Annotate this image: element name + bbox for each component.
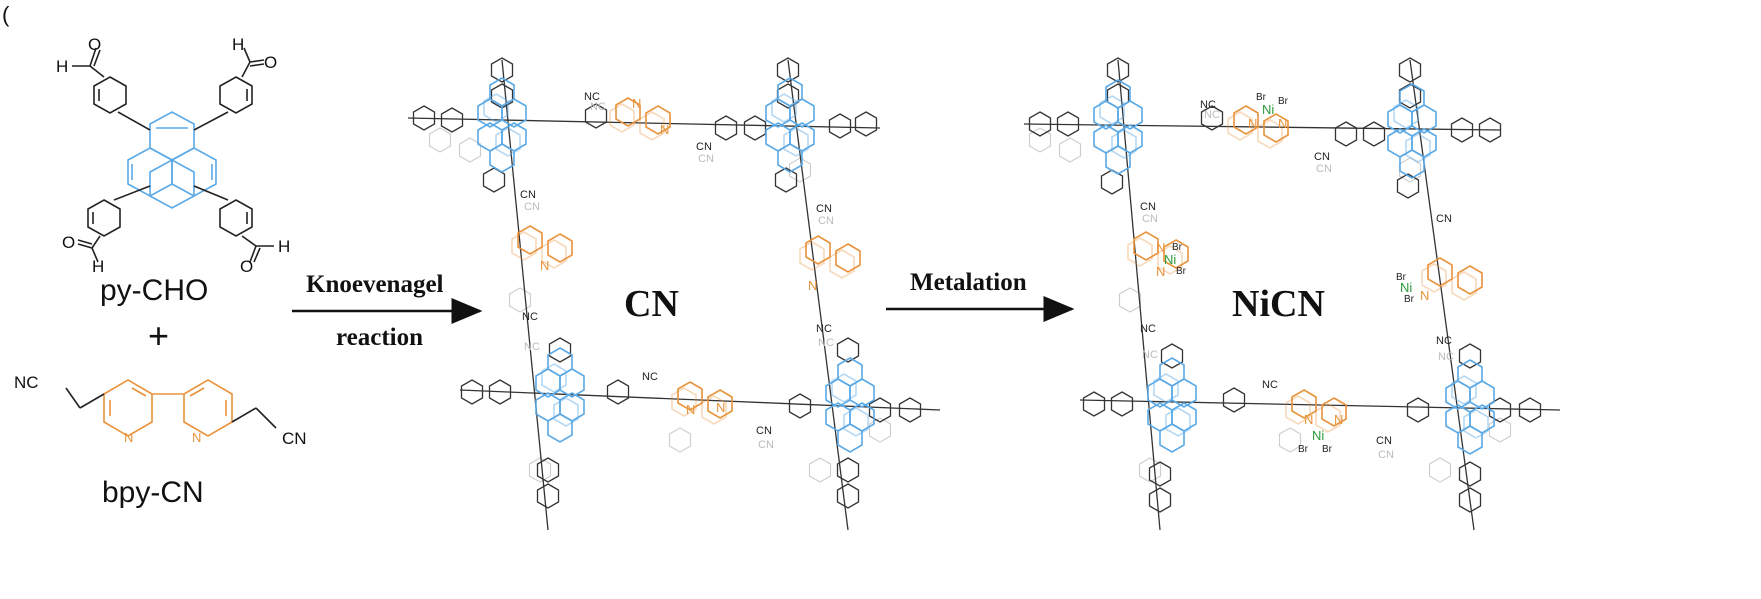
nicn-n-2: N [1278,116,1287,131]
nicn-br-5: Br [1396,272,1407,283]
bpy-nitrile-left: NC [14,373,39,392]
py-cho-structure [72,47,274,263]
nicn-br-6: Br [1404,294,1415,305]
nicn-product-label: NiCN [1232,283,1325,325]
nicn-nc-4: NC [1140,323,1156,335]
nicn-n-3: N [1156,240,1165,255]
cn-cn-2: CN [696,141,712,153]
cn-nc-4b: NC [524,341,540,353]
bpy-ring-n-1: N [124,430,133,445]
nicn-nc-1b: NC [1204,109,1220,121]
arrow2-label-line1: Metalation [910,269,1027,296]
nicn-nc-6b: NC [1438,351,1454,363]
arrow1-label-line2: reaction [336,324,423,351]
cn-cn-5b: CN [818,215,834,227]
nicn-cn-9: CN [1376,435,1392,447]
bpy-nitrile-right: CN [282,429,307,448]
cn-nc-6b: NC [818,337,834,349]
nicn-ni-3: Ni [1400,280,1412,295]
nicn-nc-1: NC [1200,99,1216,111]
aldehyde-h-1: H [56,57,68,76]
cn-cn-3: CN [520,189,536,201]
nicn-br-2: Br [1278,96,1289,107]
nicn-nc-7: NC [1262,379,1278,391]
aldehyde-o-4: O [240,257,253,276]
cn-nc-1: NC [584,91,600,103]
cn-nc-7: NC [642,371,658,383]
cn-framework [407,57,941,531]
nicn-ni-2: Ni [1164,252,1176,267]
py-cho-label: py-CHO [100,274,208,307]
panel-marker: ( [2,2,10,27]
aldehyde-h-3: H [92,257,104,276]
bpy-cn-label: bpy-CN [102,476,204,509]
nicn-br-8: Br [1322,444,1333,455]
nicn-cn-5: CN [1436,213,1452,225]
aldehyde-h-2: H [232,35,244,54]
cn-product-label: CN [624,283,679,325]
cn-n-5: N [808,278,817,293]
bpy-cn-structure [65,379,277,437]
cn-n-8: N [716,400,725,415]
nicn-nc-6: NC [1436,335,1452,347]
aldehyde-o-3: O [62,233,75,252]
nicn-br-4: Br [1176,266,1187,277]
cn-cn-5: CN [816,203,832,215]
aldehyde-o-2: O [264,53,277,72]
nicn-n-7: N [1304,412,1313,427]
aldehyde-o-1: O [88,35,101,54]
bpy-ring-n-2: N [192,430,201,445]
cn-n-7: N [686,402,695,417]
nicn-framework [1023,57,1561,531]
nicn-cn-3: CN [1140,201,1156,213]
nicn-nc-4b: NC [1142,349,1158,361]
nicn-cn-9b: CN [1378,449,1394,461]
nicn-cn-2b: CN [1316,163,1332,175]
aldehyde-h-4: H [278,237,290,256]
nicn-cn-2: CN [1314,151,1330,163]
cn-nc-6: NC [816,323,832,335]
cn-nc-4: NC [522,311,538,323]
cn-n-1: N [632,96,641,111]
nicn-br-7: Br [1298,444,1309,455]
nicn-n-4: N [1156,264,1165,279]
cn-cn-3b: CN [524,201,540,213]
nicn-cn-3b: CN [1142,213,1158,225]
cn-n-2: N [660,122,669,137]
cn-cn-2b: CN [698,153,714,165]
cn-n-3: N [540,258,549,273]
nicn-n-8: N [1334,412,1343,427]
nicn-ni-1: Ni [1262,102,1274,117]
plus-sign: + [148,315,169,356]
nicn-n-5: N [1420,288,1429,303]
cn-cn-9: CN [756,425,772,437]
nicn-br-1: Br [1256,92,1267,103]
cn-nc-1b: NC [590,101,606,113]
cn-cn-9b: CN [758,439,774,451]
nicn-n-1: N [1248,116,1257,131]
nicn-ni-4: Ni [1312,428,1324,443]
nicn-br-3: Br [1172,242,1183,253]
arrow1-label-line1: Knoevenagel [306,271,444,298]
